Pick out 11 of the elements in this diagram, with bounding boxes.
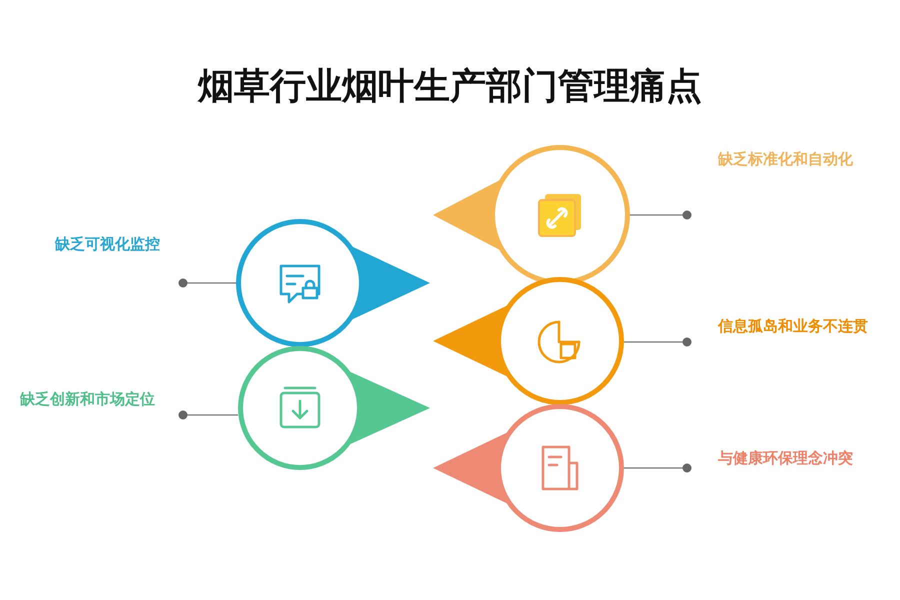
pain-point-label: 信息孤岛和业务不连贯 bbox=[718, 317, 868, 336]
pain-point-label: 与健康环保理念冲突 bbox=[718, 449, 853, 468]
pain-point-label: 缺乏创新和市场定位 bbox=[20, 390, 155, 409]
leader-line bbox=[624, 464, 692, 472]
pain-point-label: 缺乏可视化监控 bbox=[55, 235, 160, 254]
title: 烟草行业烟叶生产部门管理痛点 bbox=[196, 65, 703, 109]
leader-line bbox=[178, 410, 238, 420]
leader-line bbox=[624, 338, 692, 346]
pain-point-label: 缺乏标准化和自动化 bbox=[718, 150, 853, 169]
leader-line bbox=[630, 210, 692, 220]
leader-line bbox=[178, 278, 236, 288]
